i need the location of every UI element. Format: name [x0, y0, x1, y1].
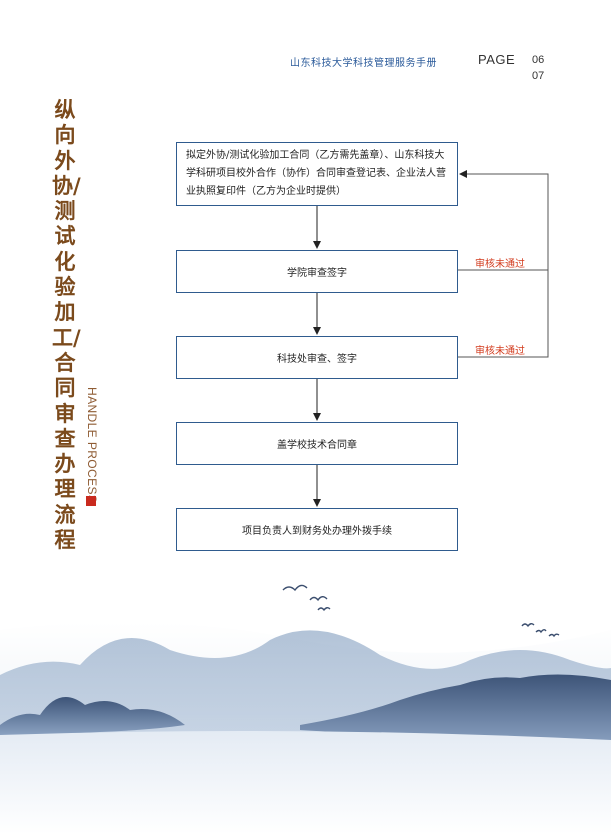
flow-connectors — [313, 170, 549, 507]
birds — [282, 584, 560, 638]
ink-landscape — [0, 584, 611, 834]
rejection-label-2: 审核未通过 — [475, 346, 525, 357]
page-number-right: 07 — [532, 70, 545, 82]
right-peaks — [300, 674, 611, 745]
rejection-loop-2 — [458, 170, 549, 358]
flow-step-3: 科技处审查、签字 — [176, 336, 458, 379]
handbook-title: 山东科技大学科技管理服务手册 — [290, 58, 437, 69]
rejection-label-1: 审核未通过 — [475, 259, 525, 270]
accent-square — [86, 496, 96, 506]
left-peaks — [0, 697, 185, 735]
page-label: PAGE — [478, 52, 516, 67]
process-title: 纵向外协/测试化验加工/合同审查办理流程 — [52, 97, 81, 553]
flow-step-1: 拟定外协/测试化验加工合同（乙方需先盖章）、山东科技大学科研项目校外合作（协作）… — [176, 142, 458, 206]
subtitle-wrap: HANDLE PROCESS — [82, 387, 100, 517]
flow-step-5: 项目负责人到财务处办理外拨手续 — [176, 508, 458, 551]
flow-step-2: 学院审查签字 — [176, 250, 458, 293]
page-number-left: 06 — [532, 54, 545, 66]
water — [0, 731, 611, 834]
flow-step-4: 盖学校技术合同章 — [176, 422, 458, 465]
process-subtitle: HANDLE PROCESS — [85, 387, 99, 504]
